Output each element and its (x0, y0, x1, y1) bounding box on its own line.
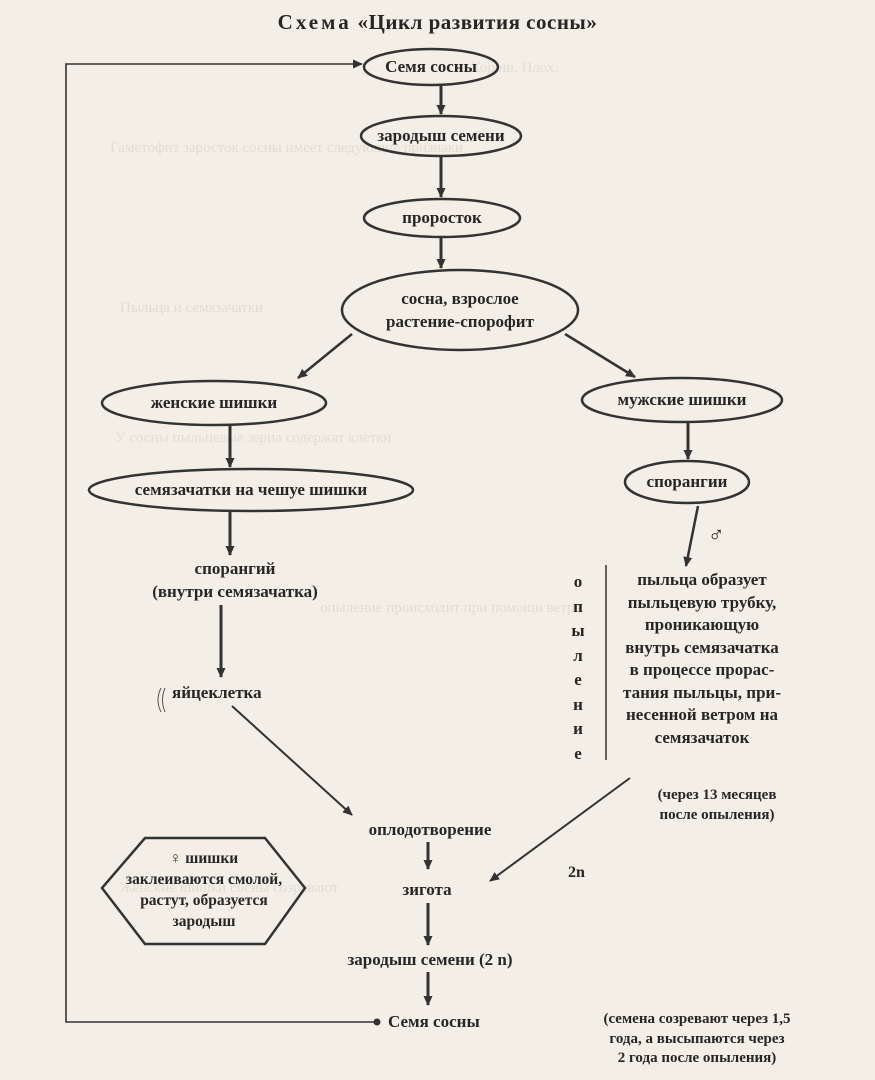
node-ovules: семязачатки на чешуе шишки (134, 480, 368, 499)
node-embryo-top: зародыш семени (377, 126, 505, 145)
node-zygote: зигота (402, 880, 452, 899)
node-embryo-bottom: зародыш семени (2 n) (347, 950, 513, 969)
pollination-desc-line: внутрь семязачатка (625, 637, 779, 657)
node-egg-cell: яйцеклетка (172, 683, 262, 702)
seed-note-line3: 2 года после опыления) (617, 1050, 777, 1066)
male-cones-ellipse (580, 376, 784, 424)
return-loop-line (65, 59, 377, 1023)
node-seed-bottom: Семя сосны (388, 1012, 480, 1031)
node-adult-line1: сосна, взрослое (401, 289, 519, 308)
female-note-line1: ♀ шишки (169, 850, 239, 867)
pollination-desc-line: пыльцевую трубку, (627, 592, 777, 612)
pollination-letter: п (573, 596, 583, 616)
node-sporangium-line2: (внутри семязачатка) (152, 582, 318, 601)
diploid-label: 2n (568, 864, 585, 881)
pollination-letter: и (573, 719, 583, 738)
pollination-letter: е (574, 743, 582, 763)
female-note-line3: растут, образуется (140, 892, 268, 909)
node-male-cones: мужские шишки (617, 390, 747, 409)
node-sporangia: спорангии (646, 472, 728, 491)
timing-line2: после опыления) (659, 807, 775, 823)
sporangia-ellipse (623, 459, 751, 505)
pollination-desc-line: в процессе прорас- (629, 660, 775, 679)
pollination-letter: е (574, 670, 582, 689)
female-cones-ellipse (100, 379, 328, 427)
arrow-pollen-to-zygote (489, 777, 631, 882)
pollination-desc-line: проникающую (644, 615, 760, 634)
node-adult-plant: сосна, взрослое растение-спорофит (342, 270, 578, 350)
pollination-letter: ы (571, 621, 585, 640)
pollination-letter: л (573, 645, 583, 665)
bleed-through-text: Гаметофит заросток сосны имеет следующие… (110, 140, 464, 156)
arrow-sporangia-down (683, 505, 700, 567)
return-loop-dot (373, 1018, 381, 1026)
pollination-desc-line: семязачаток (654, 727, 750, 747)
ovules-ellipse (87, 467, 415, 513)
page-title: Схема «Цикл развития сосны» (0, 10, 875, 35)
node-female-cones: женские шишки (150, 393, 278, 412)
arrow-egg-to-fertilization (231, 705, 353, 816)
seed-top-ellipse (362, 47, 500, 87)
seed-maturation-note: (семена созревают через 1,5 года, а высы… (584, 1010, 810, 1069)
adult-ellipse (340, 268, 580, 352)
pencil-mark (157, 687, 166, 713)
female-note-hexagon (100, 836, 307, 946)
bleed-through-text: Пыльца и семязачатки (120, 300, 264, 316)
seed-note-line2: года, а высыпаются через (609, 1030, 785, 1047)
node-sprout: проросток (402, 208, 482, 227)
female-cones-note: ♀ шишки заклеиваются смолой, растут, обр… (110, 848, 298, 932)
pollination-letter: о (573, 572, 583, 591)
pollination-desc-line: несенной ветром на (625, 705, 779, 724)
node-seed-top: Семя сосны (385, 57, 477, 76)
pollination-description: пыльца образует пыльцевую трубку, проник… (612, 569, 792, 749)
title-prefix: Схема (277, 10, 352, 34)
title-main: «Цикл развития сосны» (357, 10, 598, 34)
arrow-adult-to-male (564, 332, 636, 379)
pollination-letter: н (573, 694, 583, 714)
pollination-timing-note: (через 13 месяцев после опыления) (622, 785, 812, 825)
node-sporangium: спорангий (внутри семязачатка) (120, 557, 350, 603)
node-sporangium-line1: спорангий (194, 559, 276, 578)
timing-line1: (через 13 месяцев (657, 787, 777, 803)
female-note-line4: зародыш (172, 913, 236, 930)
bleed-through-text: опыление происходит при помощи ветра (320, 600, 582, 616)
arrow-adult-to-female (297, 333, 353, 379)
pollination-desc-line: пыльца образует (637, 570, 767, 589)
node-adult-line2: растение-спорофит (386, 312, 534, 331)
bleed-through-text: Хорош. Плох. (470, 60, 559, 76)
bleed-through-text: У сосны пыльцевые зерна содержат клетки (115, 430, 392, 446)
female-note-line2: заклеиваются смолой, (125, 871, 283, 888)
seed-note-line1: (семена созревают через 1,5 (603, 1011, 791, 1027)
male-symbol: ♂ (708, 522, 725, 547)
pollination-desc-line: тания пыльцы, при- (623, 682, 781, 702)
bleed-through-text: Женские шишки сосны созревают (120, 880, 339, 896)
pollination-vertical-label: о п ы л е н и е (566, 570, 590, 766)
node-fertilization: оплодотворение (368, 820, 492, 839)
